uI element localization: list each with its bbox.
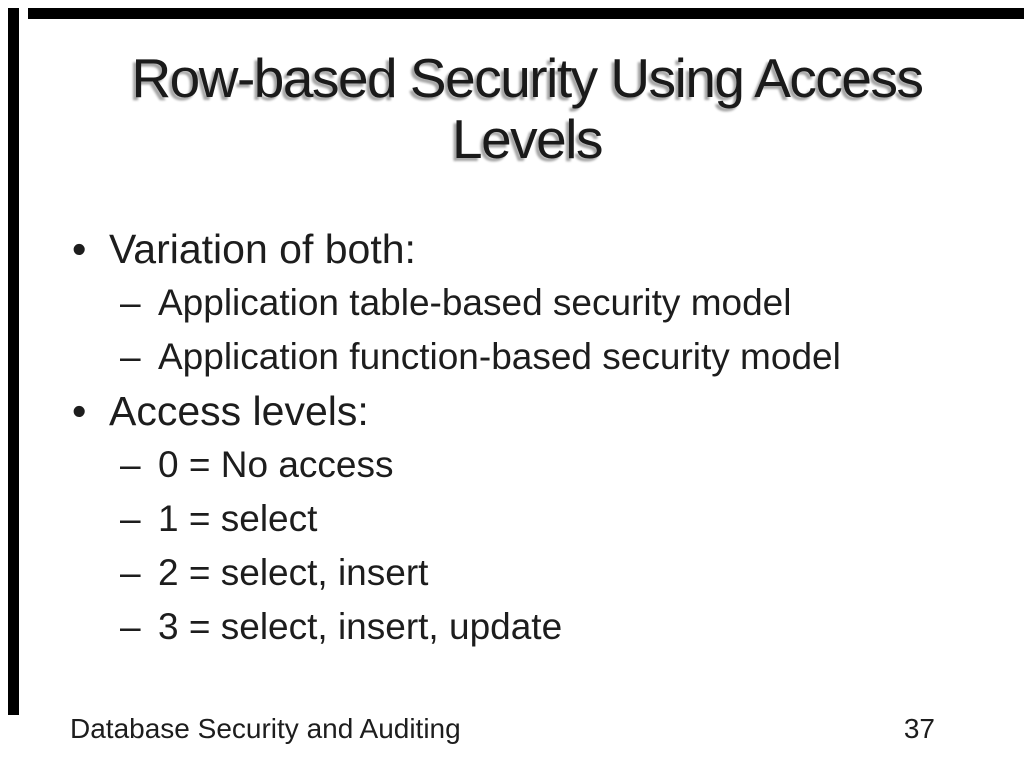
bullet-text: Application function-based security mode… [158, 336, 841, 377]
bullet-text: Application table-based security model [158, 282, 792, 323]
dash-marker-icon: – [120, 336, 141, 377]
bullet-item-level2: –Application function-based security mod… [72, 330, 994, 384]
bullet-text: 1 = select [158, 498, 318, 539]
bullet-item-level1: • Variation of both: [72, 222, 994, 276]
bullet-text: Variation of both: [109, 226, 416, 272]
bullet-item-level2: –3 = select, insert, update [72, 600, 994, 654]
bullet-list: •Variation of both: –Application table-b… [72, 222, 994, 654]
bullet-item-level1: • Access levels: [72, 384, 994, 438]
dash-marker-icon: – [120, 606, 141, 647]
dash-marker-icon: – [120, 552, 141, 593]
bullet-item-level2: –2 = select, insert [72, 546, 994, 600]
bullet-dot-icon: • [72, 388, 87, 434]
bullet-item-level2: –1 = select [72, 492, 994, 546]
bullet-text: 3 = select, insert, update [158, 606, 563, 647]
slide-title-line-2: Levels [452, 108, 603, 170]
bullet-text: Access levels: [109, 388, 369, 434]
footer-course-title: Database Security and Auditing [70, 713, 461, 744]
frame-left-bar [8, 8, 19, 715]
bullet-item-level2: –Application table-based security model [72, 276, 994, 330]
frame-top-bar [28, 8, 1024, 19]
dash-marker-icon: – [120, 282, 141, 323]
footer-page-number: 37 [903, 713, 935, 744]
slide-title: Row-based Security Using Access Levels [60, 48, 994, 170]
bullet-text: 2 = select, insert [158, 552, 429, 593]
dash-marker-icon: – [120, 498, 141, 539]
slide-title-line-1: Row-based Security Using Access [131, 47, 924, 109]
bullet-item-level2: –0 = No access [72, 438, 994, 492]
bullet-dot-icon: • [72, 226, 87, 272]
dash-marker-icon: – [120, 444, 141, 485]
bullet-text: 0 = No access [158, 444, 394, 485]
